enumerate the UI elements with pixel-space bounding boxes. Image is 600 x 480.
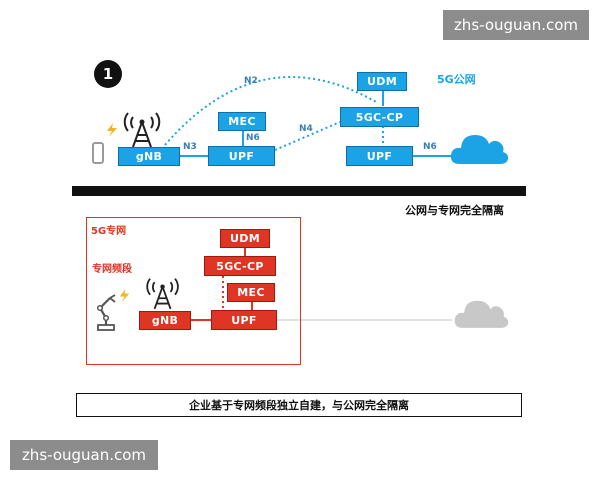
separator-caption: 公网与专网完全隔离	[405, 204, 504, 217]
public-net-title: 5G公网	[437, 73, 476, 86]
private-lightning-icon	[119, 288, 130, 303]
private-net-title: 5G专网	[91, 226, 127, 237]
private-band-label: 专网频段	[92, 264, 132, 275]
public-upf-left: UPF	[208, 146, 275, 166]
robot-arm-icon	[96, 294, 116, 331]
private-net-frame	[86, 217, 301, 365]
cell-tower-icon	[123, 112, 161, 148]
private-cell-tower-icon	[146, 278, 179, 310]
cloud-icon	[450, 135, 509, 164]
private-mec: MEC	[227, 283, 275, 302]
private-upf: UPF	[211, 310, 277, 330]
lightning-icon	[107, 123, 117, 137]
n4-label: N4	[299, 124, 313, 134]
separator-bar	[72, 186, 526, 196]
public-udm: UDM	[357, 72, 407, 91]
public-mec: MEC	[218, 112, 266, 131]
phone-icon	[92, 142, 104, 164]
watermark-bottom: zhs-ouguan.com	[10, 440, 158, 470]
watermark-top: zhs-ouguan.com	[443, 10, 589, 40]
public-5gc-cp: 5GC-CP	[340, 107, 419, 127]
n6-mec-label: N6	[246, 133, 260, 143]
step-badge: 1	[94, 60, 122, 88]
private-gnb: gNB	[139, 311, 191, 330]
public-gnb: gNB	[118, 147, 180, 166]
n6-cloud-label: N6	[423, 142, 437, 152]
n2-label: N2	[244, 76, 258, 86]
private-udm: UDM	[220, 229, 270, 248]
private-cloud-icon	[454, 300, 509, 328]
n3-label: N3	[183, 142, 197, 152]
public-upf-right: UPF	[346, 146, 413, 166]
private-5gc-cp: 5GC-CP	[204, 256, 276, 276]
bottom-caption-box: 企业基于专网频段独立自建，与公网完全隔离	[76, 393, 522, 417]
